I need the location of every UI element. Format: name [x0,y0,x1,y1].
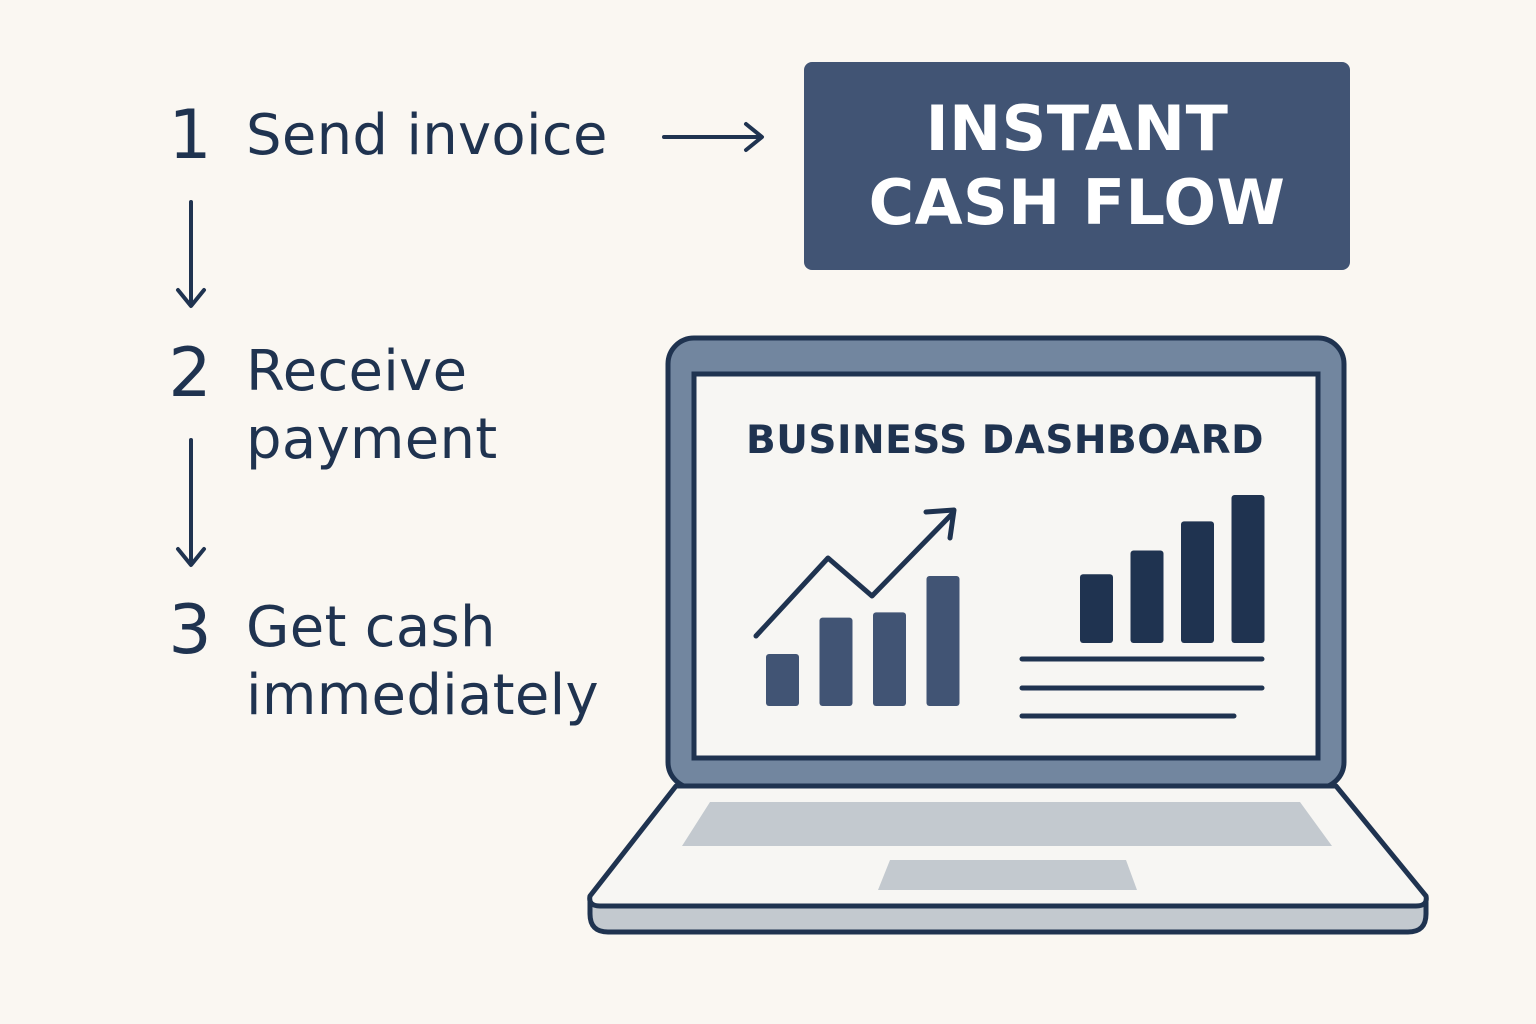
callout-line2: CASH FLOW [868,166,1286,239]
step-1-number: 1 [168,96,212,175]
instant-cash-flow-box: INSTANT CASH FLOW [804,62,1350,270]
text-lines-icon [1019,656,1265,719]
bar-chart-bar-3 [1181,521,1214,643]
arrow-to-callout [662,122,764,152]
arrow-step1-to-step2 [176,200,206,308]
bar-chart [1080,495,1265,643]
growth-chart-bar-2 [819,617,853,706]
callout-line1: INSTANT [925,92,1229,165]
growth-chart [766,576,960,706]
bar-chart-bar-2 [1130,550,1164,643]
step-1-label-line1: Send invoice [246,103,608,168]
bar-chart-bar-1 [1080,574,1113,643]
laptop-base-edge [587,899,1429,935]
growth-chart-bar-3 [873,612,906,706]
step-2-label-line2: payment [246,407,498,472]
step-3-number: 3 [168,591,212,670]
laptop-illustration [587,335,1429,935]
step-2-number: 2 [168,334,212,413]
bar-chart-bar-4 [1231,495,1265,643]
growth-chart-bar-4 [926,576,960,706]
step-3-label-line2: immediately [246,663,599,728]
trackpad [878,860,1137,890]
step-3-label: Get cash immediately [246,594,666,730]
step-3-label-line1: Get cash [246,595,496,660]
step-1-label: Send invoice [246,102,608,170]
step-2-label: Receive payment [246,338,666,474]
step-2-label-line1: Receive [246,339,468,404]
keyboard [682,802,1332,846]
arrow-step2-to-step3 [176,438,206,567]
dashboard-title: BUSINESS DASHBOARD [746,418,1264,463]
trend-arrow-icon [753,507,957,639]
growth-chart-bar-1 [766,654,799,706]
